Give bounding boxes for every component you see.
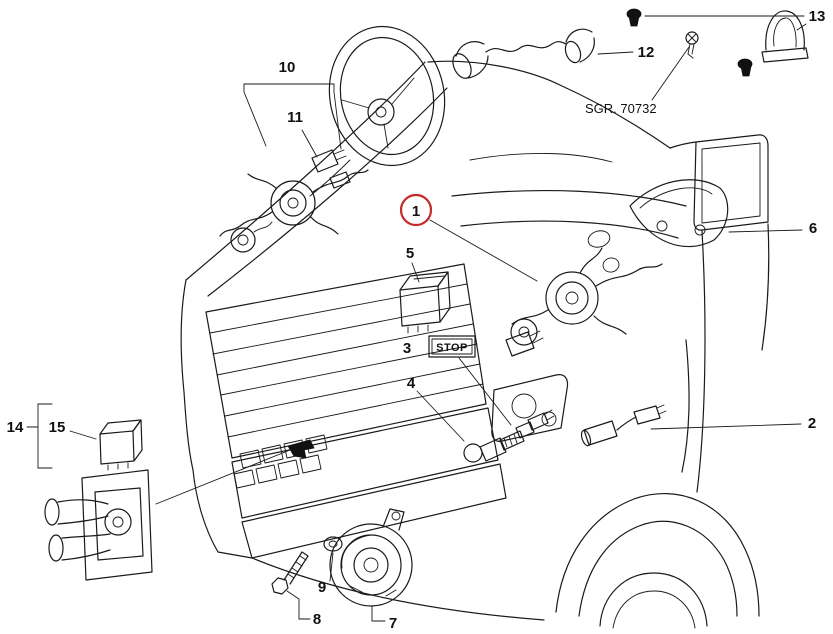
mounting-clip [155,439,315,505]
brake-light-switch [463,409,555,463]
stop-label: STOP [436,342,468,354]
callout-11: 11 [287,109,303,126]
callout-9: 9 [318,579,326,596]
disc-horn-7 [329,508,413,607]
rubber-cap-right [737,58,753,77]
sgr-label: SGR. 70732 [585,101,657,116]
rubber-cap-left [626,8,642,27]
highlight-circle [399,193,433,227]
stop-sign-plate: STOP [428,335,476,358]
callout-3: 3 [403,340,411,357]
callout-5: 5 [406,245,414,262]
callout-1: 1 [412,203,420,220]
air-horn-assembly [44,469,153,581]
beacon-assembly-13 [626,8,809,77]
clock-spring-right [505,247,663,357]
connector-sensor-2 [580,404,667,447]
curved-bracket-6 [629,179,729,248]
callout-2: 2 [808,415,816,432]
vehicle-outline [180,60,770,629]
connector-11 [311,149,351,189]
leader-lines [26,15,807,622]
callout-7: 7 [389,615,397,632]
relay-15 [99,419,143,471]
screw [685,31,699,59]
callout-13: 13 [809,8,826,25]
washer-9 [323,536,343,552]
callout-10: 10 [279,59,296,76]
callout-4: 4 [407,375,416,392]
callout-15: 15 [49,419,66,436]
callout-14: 14 [7,419,24,436]
callout-8: 8 [313,611,321,628]
horn-cable-12 [452,28,595,79]
steering-wheel [309,25,446,197]
relay-5 [399,271,451,334]
callout-12: 12 [638,44,655,61]
callout-labels: 1 2 3 4 5 6 7 8 9 10 11 12 13 14 15 SGR.… [7,8,826,632]
callout-6: 6 [809,220,817,237]
bolt-8 [271,551,309,595]
